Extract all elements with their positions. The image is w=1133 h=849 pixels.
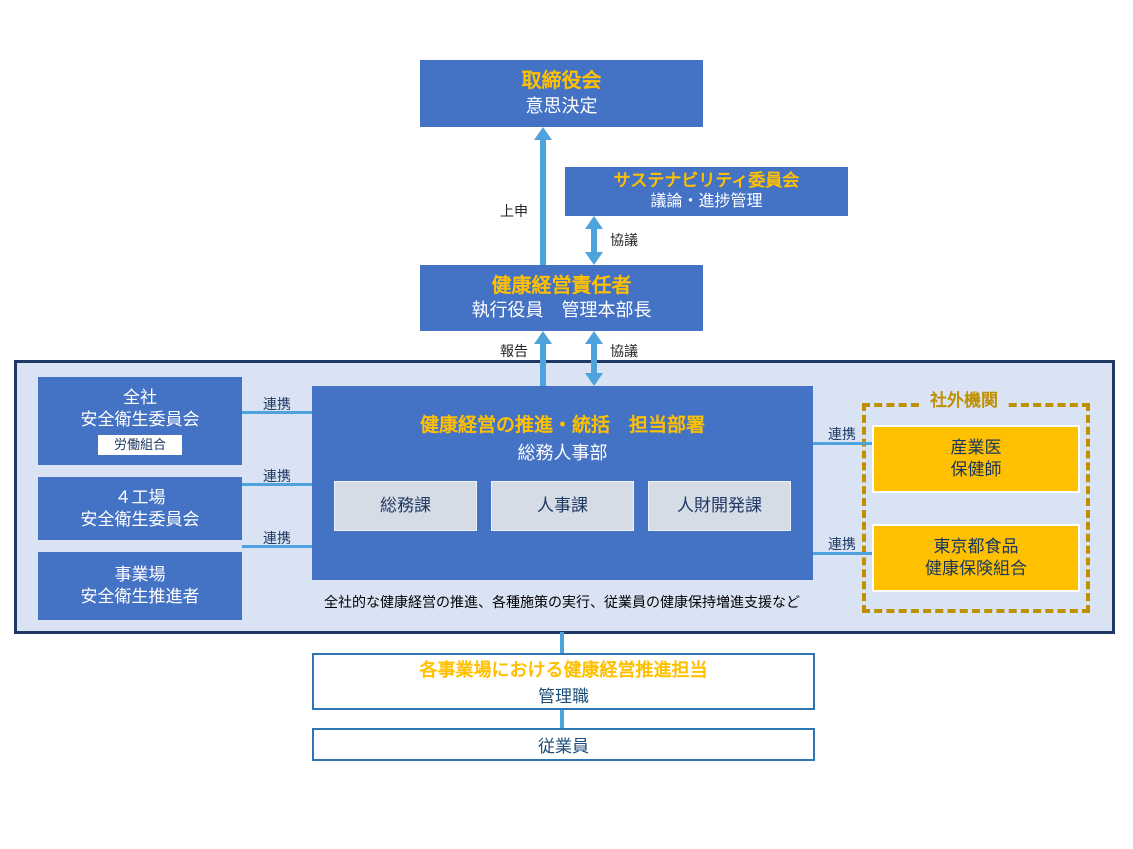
dept-talent-development: 人財開発課 bbox=[648, 481, 791, 532]
labor-union-tag: 労働組合 bbox=[97, 434, 182, 455]
label-submit: 上申 bbox=[500, 203, 528, 219]
connector-container-to-site bbox=[560, 632, 564, 653]
external-orgs-label: 社外機関 bbox=[922, 386, 1006, 411]
external-org-insurance-line1: 東京都食品 bbox=[933, 536, 1019, 556]
label-report: 報告 bbox=[500, 343, 528, 359]
arrow-report-head-icon bbox=[534, 331, 552, 344]
arrow-submit-shaft bbox=[540, 139, 546, 265]
label-cooperate-right-1: 連携 bbox=[828, 426, 856, 442]
external-org-physician-line1: 産業医 bbox=[950, 437, 1002, 457]
label-cooperate-left-1: 連携 bbox=[263, 396, 291, 412]
arrow-consult-mid-shaft bbox=[591, 343, 597, 374]
committee-companywide-box: 全社 安全衛生委員会 労働組合 bbox=[38, 377, 242, 465]
connector-right-2 bbox=[813, 552, 872, 555]
site-promotion-box: 各事業場における健康経営推進担当 管理職 bbox=[312, 653, 815, 710]
arrow-submit-head-icon bbox=[534, 127, 552, 140]
label-cooperate-left-2: 連携 bbox=[263, 468, 291, 484]
sustainability-title: サステナビリティ委員会 bbox=[613, 171, 800, 191]
committee-sites-line2: 安全衛生推進者 bbox=[80, 587, 200, 606]
label-consult-top: 協議 bbox=[610, 232, 638, 248]
committee-companywide-line2: 安全衛生委員会 bbox=[80, 410, 200, 429]
label-consult-mid: 協議 bbox=[610, 343, 638, 359]
arrow-consult-mid-up-icon bbox=[585, 331, 603, 344]
board-subtitle: 意思決定 bbox=[525, 95, 598, 116]
arrow-report-shaft bbox=[540, 343, 546, 386]
label-cooperate-left-3: 連携 bbox=[263, 530, 291, 546]
committee-4plants-line1: ４工場 bbox=[114, 487, 166, 507]
site-promotion-title: 各事業場における健康経営推進担当 bbox=[419, 660, 708, 680]
arrow-consult-mid-down-icon bbox=[585, 373, 603, 386]
arrow-consult-top-up-icon bbox=[585, 216, 603, 229]
external-org-insurance-box: 東京都食品 健康保険組合 bbox=[872, 524, 1080, 592]
promotion-note: 全社的な健康経営の推進、各種施策の実行、従業員の健康保持増進支援など bbox=[324, 594, 800, 610]
committee-companywide-line1: 全社 bbox=[123, 388, 157, 408]
board-box: 取締役会 意思決定 bbox=[420, 60, 703, 127]
promotion-title: 健康経営の推進・統括 担当部署 bbox=[419, 415, 705, 436]
committee-4plants-line2: 安全衛生委員会 bbox=[80, 509, 200, 529]
external-org-physician-box: 産業医 保健師 bbox=[872, 425, 1080, 493]
committee-4plants-box: ４工場 安全衛生委員会 bbox=[38, 477, 242, 540]
board-title: 取締役会 bbox=[521, 70, 602, 93]
connector-right-1 bbox=[813, 442, 872, 445]
arrow-consult-top-shaft bbox=[591, 228, 597, 253]
promotion-dept-box: 健康経営の推進・統括 担当部署 総務人事部 総務課 人事課 人財開発課 bbox=[312, 386, 813, 580]
executive-title: 健康経営責任者 bbox=[491, 274, 632, 297]
external-org-physician-line2: 保健師 bbox=[950, 460, 1002, 479]
committee-sites-box: 事業場 安全衛生推進者 bbox=[38, 552, 242, 620]
dept-general-affairs: 総務課 bbox=[334, 481, 477, 532]
promotion-subtitle: 総務人事部 bbox=[517, 443, 608, 464]
employees-box: 従業員 bbox=[312, 728, 815, 761]
label-cooperate-right-2: 連携 bbox=[828, 536, 856, 552]
connector-left-3 bbox=[242, 545, 312, 548]
site-promotion-subtitle: 管理職 bbox=[538, 687, 589, 706]
sustainability-subtitle: 議論・進捗管理 bbox=[650, 193, 763, 211]
employees-title: 従業員 bbox=[538, 737, 589, 756]
external-org-insurance-line2: 健康保険組合 bbox=[925, 559, 1027, 578]
department-row: 総務課 人事課 人財開発課 bbox=[334, 481, 791, 532]
sustainability-box: サステナビリティ委員会 議論・進捗管理 bbox=[565, 167, 848, 216]
dept-hr: 人事課 bbox=[491, 481, 634, 532]
executive-subtitle: 執行役員 管理本部長 bbox=[471, 300, 652, 321]
executive-box: 健康経営責任者 執行役員 管理本部長 bbox=[420, 265, 703, 331]
connector-site-to-employees bbox=[560, 709, 564, 728]
committee-sites-line1: 事業場 bbox=[114, 565, 166, 585]
connector-left-1 bbox=[242, 411, 312, 414]
arrow-consult-top-down-icon bbox=[585, 252, 603, 265]
connector-left-2 bbox=[242, 483, 312, 486]
